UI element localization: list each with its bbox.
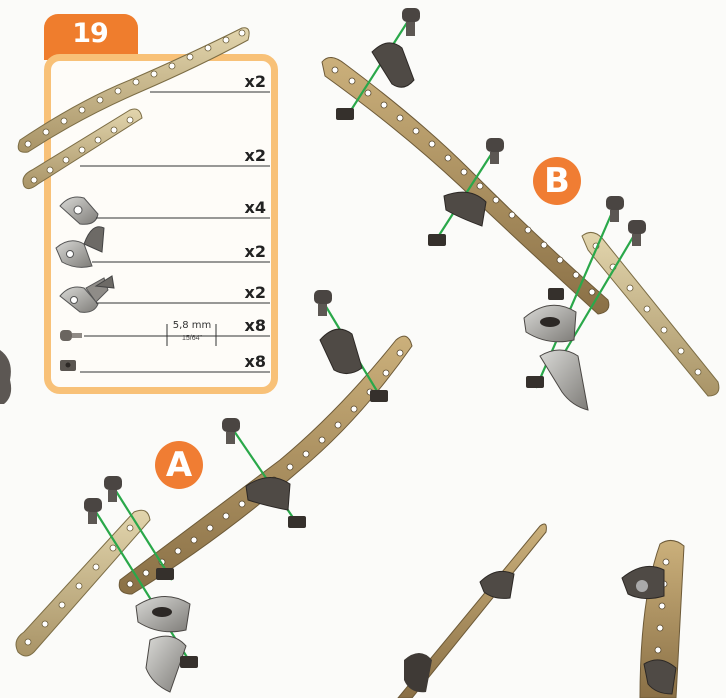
screw-length-inch: 15/64" (168, 335, 216, 342)
double-bracket-icon (60, 276, 114, 312)
assembly-b-badge: B (533, 157, 581, 205)
qty-nut: x8 (226, 352, 266, 371)
short-strip-icon (23, 109, 142, 189)
screw-part-icon (60, 330, 82, 341)
qty-screw: x8 (226, 316, 266, 335)
flat-bracket-icon (60, 197, 98, 224)
assembly-a-badge: A (155, 441, 203, 489)
qty-short-strip: x2 (226, 146, 266, 165)
long-curved-strip-icon (18, 28, 249, 153)
nut-part-icon (60, 360, 76, 371)
screw-length-mm: 5,8 mm (168, 320, 216, 331)
qty-double-bracket: x2 (226, 283, 266, 302)
qty-flat-bracket: x4 (226, 198, 266, 217)
qty-long-curved-strip: x2 (226, 72, 266, 91)
angle-bracket-icon (56, 227, 104, 268)
qty-angle-bracket: x2 (226, 242, 266, 261)
